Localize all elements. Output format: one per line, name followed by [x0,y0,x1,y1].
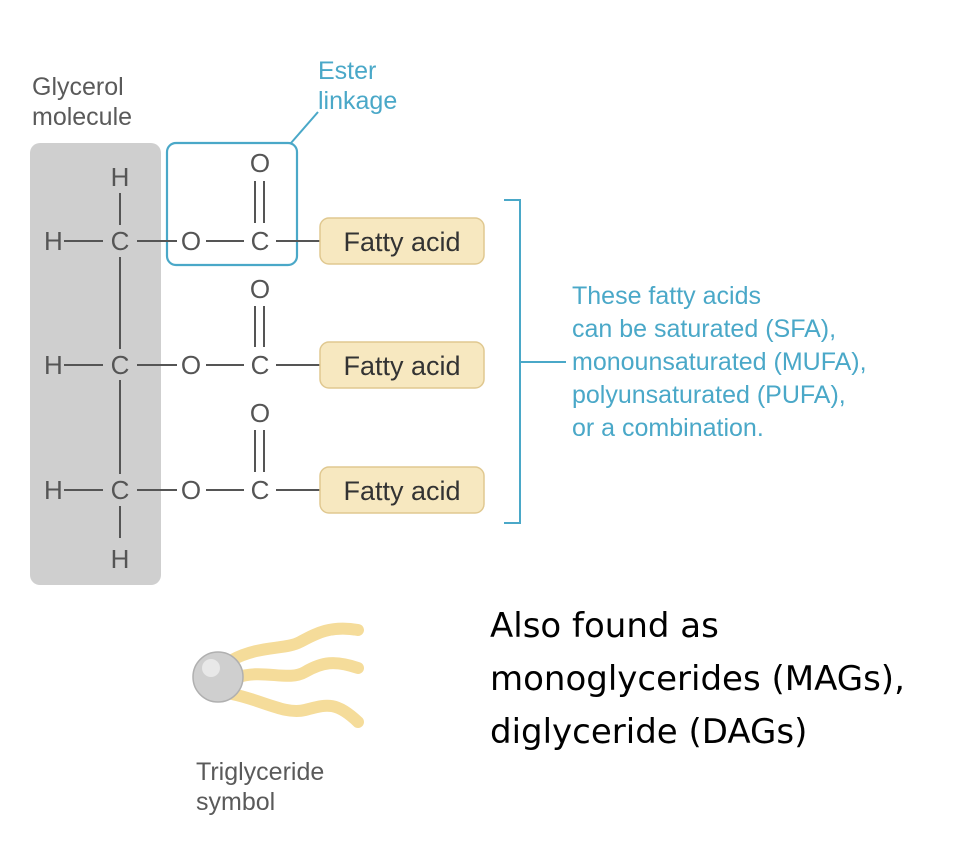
ester-label-line-1: Ester [318,57,377,85]
glycerol-label-line-1: Glycerol [32,73,124,101]
also-line-3: diglyceride (DAGs) [490,712,808,752]
fatty-acid-label-2: Fatty acid [343,351,460,381]
triglyceride-label-line-2: symbol [196,788,276,816]
atom-o-carbonyl-1: O [250,148,270,178]
row-3: H C O C O Fatty acid [44,398,485,514]
fatty-acid-box-3 [319,466,485,514]
note-line-1: These fatty acids [572,282,761,310]
atom-o-ester-3: O [181,475,201,505]
atom-o-carbonyl-3: O [250,398,270,428]
fatty-acid-box-2 [319,341,485,389]
glycerol-label: Glycerol molecule [32,72,132,132]
triglyceride-symbol [192,622,364,728]
row-1: H C O C O Fatty acid [44,148,485,265]
atom-o-carbonyl-2: O [250,274,270,304]
glycerol-label-line-2: molecule [32,103,133,131]
ester-label-line-2: linkage [318,87,398,115]
atom-c-glycerol-1: C [111,226,130,256]
triglyceride-label: Triglyceride symbol [196,757,324,817]
atom-h-top: H [111,162,130,192]
row-2: H C O C O Fatty acid [44,274,485,389]
atom-c-glycerol-3: C [111,475,130,505]
fatty-acid-label-1: Fatty acid [343,227,460,257]
note-line-5: or a combination. [572,414,764,442]
also-found-text: Also found as monoglycerides (MAGs), dig… [490,600,905,759]
ester-linkage-label: Ester linkage [318,56,397,116]
atom-c-carbonyl-3: C [251,475,270,505]
tail-middle [230,657,364,684]
atom-o-ester-1: O [181,226,201,256]
fatty-acid-bracket [504,199,521,524]
ester-pointer-line [290,111,319,144]
atom-c-carbonyl-2: C [251,350,270,380]
note-line-3: monounsaturated (MUFA), [572,348,867,376]
fatty-acid-box-1 [319,217,485,265]
tail-bottom [226,688,364,728]
fatty-acid-note: These fatty acids can be saturated (SFA)… [572,280,867,445]
glycerol-head-highlight [202,659,220,677]
triglyceride-label-line-1: Triglyceride [196,758,325,786]
note-line-4: polyunsaturated (PUFA), [572,381,846,409]
atom-h-left-1: H [44,226,63,256]
fatty-acid-label-3: Fatty acid [343,476,460,506]
atom-h-left-3: H [44,475,63,505]
atom-c-carbonyl-1: C [251,226,270,256]
atom-o-ester-2: O [181,350,201,380]
atom-c-glycerol-2: C [111,350,130,380]
note-line-2: can be saturated (SFA), [572,315,837,343]
atom-h-left-2: H [44,350,63,380]
also-line-2: monoglycerides (MAGs), [490,659,905,699]
tail-top [226,622,364,666]
ester-linkage-box [165,141,299,267]
also-line-1: Also found as [490,606,719,646]
glycerol-head [192,651,244,703]
atom-h-bottom: H [111,544,130,574]
